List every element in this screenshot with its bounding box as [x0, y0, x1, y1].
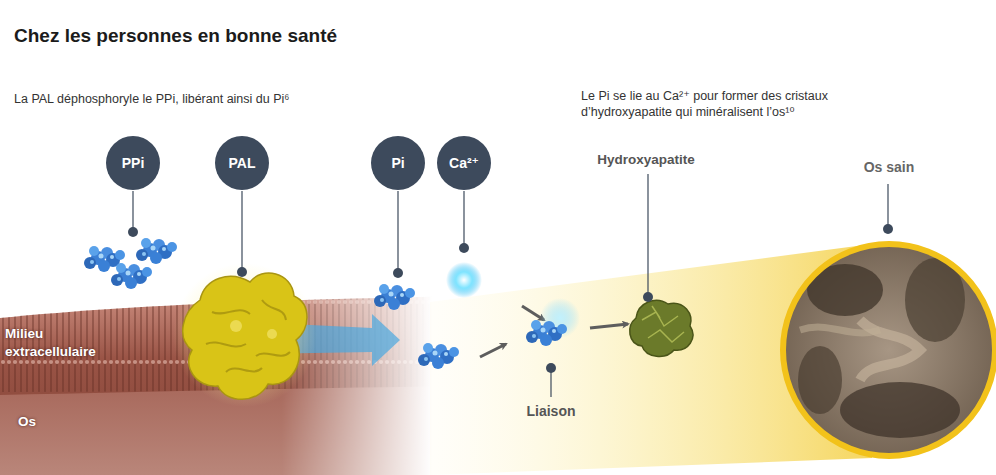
text-label: Le Pi se lie au Ca²⁺ pour former des cri… [581, 88, 911, 121]
leader-lines [133, 174, 888, 397]
circle-label: Pi [391, 155, 404, 171]
molecule-circle: Ca²⁺ [437, 136, 491, 190]
text-label: Os [18, 413, 36, 431]
text-label: Liaison [526, 402, 575, 420]
text-label: La PAL déphosphoryle le PPi, libérant ai… [14, 91, 289, 107]
text-label: Milieu extracellulaire [5, 325, 123, 360]
light-beam [430, 244, 872, 475]
molecule-circle: PPi [106, 136, 160, 190]
circle-label: PAL [229, 155, 256, 171]
pal-enzyme [173, 263, 317, 407]
circle-label: PPi [122, 155, 145, 171]
healthy-bone-zoom [783, 244, 995, 456]
molecule-circle: PAL [215, 136, 269, 190]
ppi-molecule [84, 238, 177, 289]
leader-dots [128, 224, 893, 373]
binding-complex [526, 298, 580, 346]
calcium-ion [446, 262, 482, 298]
pi-molecule [374, 284, 459, 369]
circle-label: Ca²⁺ [449, 155, 479, 171]
text-label: Hydroxyapatite [597, 151, 695, 169]
hydroxyapatite-crystal [630, 300, 693, 356]
molecule-circle: Pi [371, 136, 425, 190]
text-label: Os sain [864, 158, 915, 176]
diagram-title: Chez les personnes en bonne santé [14, 24, 337, 49]
